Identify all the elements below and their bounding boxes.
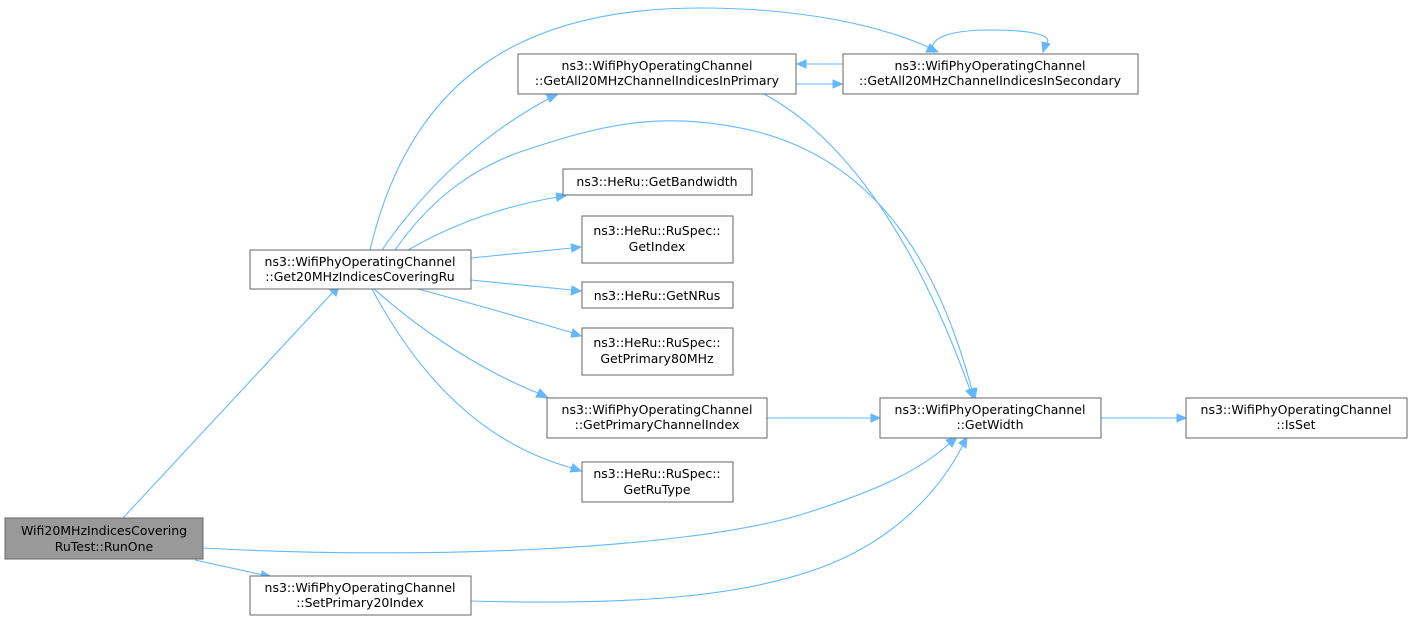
edge-getall20secondary-to-getall20primary [795,59,843,69]
node-getindex-line2: GetIndex [629,239,686,254]
node-set-primary20-index[interactable]: ns3::WifiPhyOperatingChannel ::SetPrimar… [249,575,472,616]
nodes: Wifi20MHzIndicesCovering RuTest::RunOne … [4,53,1408,616]
node-get20mhz-line1: ns3::WifiPhyOperatingChannel [265,254,456,269]
node-getall20-in-secondary[interactable]: ns3::WifiPhyOperatingChannel ::GetAll20M… [842,53,1139,95]
edge-get20mhz-to-getall20secondary [369,7,940,251]
edge-getwidth-to-isset [1101,413,1188,423]
node-setprimary20-line2: ::SetPrimary20Index [296,595,424,610]
node-getrutype-line2: GetRuType [623,482,690,497]
edge-get20mhz-to-getprimary80 [417,288,583,338]
node-ruspec-get-rutype[interactable]: ns3::HeRu::RuSpec:: GetRuType [581,461,734,503]
edge-get20mhz-to-getrutype [371,288,583,473]
node-setprimary20-line1: ns3::WifiPhyOperatingChannel [265,580,456,595]
node-getwidth-line1: ns3::WifiPhyOperatingChannel [895,402,1086,417]
node-is-set[interactable]: ns3::WifiPhyOperatingChannel ::IsSet [1185,397,1408,439]
node-getbandwidth-label: ns3::HeRu::GetBandwidth [576,174,737,189]
node-ruspec-get-index[interactable]: ns3::HeRu::RuSpec:: GetIndex [581,215,734,264]
edge-get20mhz-to-getnrus [470,279,583,296]
edge-getprimarychannelindex-to-getwidth [767,413,882,423]
node-ruspec-get-primary80mhz[interactable]: ns3::HeRu::RuSpec:: GetPrimary80MHz [581,327,734,376]
node-get-primary-channel-index[interactable]: ns3::WifiPhyOperatingChannel ::GetPrimar… [546,397,768,439]
edge-getall20secondary-self [932,29,1051,54]
edge-getall20primary-to-getwidth [763,93,976,401]
edge-getall20primary-to-getall20secondary [796,79,844,89]
edge-runone-to-getwidth [202,436,958,554]
node-get20mhz-line2: ::Get20MHzIndicesCoveringRu [265,269,454,284]
node-isset-line2: ::IsSet [1276,417,1315,432]
edge-runone-to-get20mhz [122,285,340,519]
node-getindex-line1: ns3::HeRu::RuSpec:: [593,223,720,238]
node-heru-get-nrus[interactable]: ns3::HeRu::GetNRus [581,281,734,309]
node-getrutype-line1: ns3::HeRu::RuSpec:: [593,466,720,481]
node-get-width[interactable]: ns3::WifiPhyOperatingChannel ::GetWidth [879,397,1102,439]
node-getprimary80-line1: ns3::HeRu::RuSpec:: [593,335,720,350]
node-isset-line1: ns3::WifiPhyOperatingChannel [1201,402,1392,417]
node-getprimary80-line2: GetPrimary80MHz [600,351,714,366]
edge-get20mhz-to-getprimarychannelindex [373,288,550,399]
node-getwidth-line2: ::GetWidth [956,417,1023,432]
node-getnrus-label: ns3::HeRu::GetNRus [594,288,721,303]
node-runone-line1: Wifi20MHzIndicesCovering [21,523,187,538]
node-heru-get-bandwidth[interactable]: ns3::HeRu::GetBandwidth [562,168,753,196]
node-getall20secondary-line2: ::GetAll20MHzChannelIndicesInSecondary [859,73,1122,88]
edges [122,7,1188,603]
edge-get20mhz-to-getbandwidth [407,192,569,251]
edge-get20mhz-to-getindex [470,243,583,259]
node-getprimarychannelindex-line1: ns3::WifiPhyOperatingChannel [562,402,753,417]
edge-setprimary20-to-getwidth [470,435,968,603]
node-getall20primary-line2: ::GetAll20MHzChannelIndicesInPrimary [535,73,780,88]
edge-get20mhz-to-getall20primary [381,93,560,251]
node-getall20primary-line1: ns3::WifiPhyOperatingChannel [562,58,753,73]
node-getall20secondary-line1: ns3::WifiPhyOperatingChannel [895,58,1086,73]
node-runone: Wifi20MHzIndicesCovering RuTest::RunOne [4,517,204,560]
node-get20mhz-indices-covering-ru[interactable]: ns3::WifiPhyOperatingChannel ::Get20MHzI… [249,249,472,290]
node-getall20-in-primary[interactable]: ns3::WifiPhyOperatingChannel ::GetAll20M… [517,53,797,95]
node-runone-line2: RuTest::RunOne [55,539,154,554]
node-getprimarychannelindex-line2: ::GetPrimaryChannelIndex [575,417,740,432]
